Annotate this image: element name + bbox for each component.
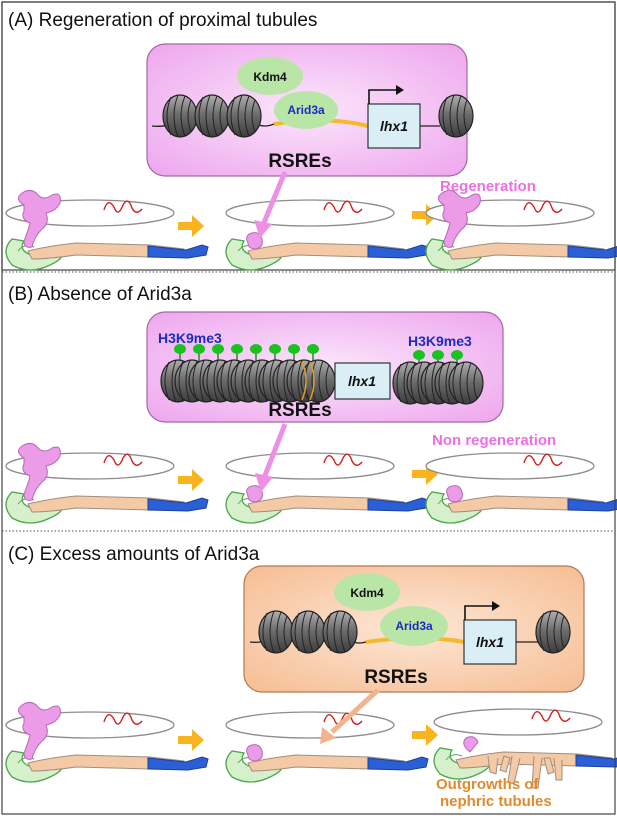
lhx1-gene xyxy=(463,619,517,665)
rsres-label: RSREs xyxy=(268,400,331,421)
panel-b: (B) Absence of Arid3a lhx1 H3K9me3 H3K9 xyxy=(5,284,617,524)
outgrowth-label-line2: nephric tubules xyxy=(440,793,552,810)
outgrowth-label-line1: Outgrowths of xyxy=(436,776,539,793)
kdm4-label: Kdm4 xyxy=(350,586,384,600)
pink-activation-arrow xyxy=(261,423,288,479)
kidney-outgrowths xyxy=(433,708,617,789)
kdm4-protein xyxy=(237,57,303,95)
arid3a-label: Arid3a xyxy=(287,103,325,117)
rsres-label: RSREs xyxy=(364,667,427,688)
kidney-injured xyxy=(225,711,429,783)
nucleosome xyxy=(226,94,262,138)
pink-activation-arrow xyxy=(260,171,288,226)
methylation-marks-left xyxy=(174,344,319,368)
h3k9me3-label-right: H3K9me3 xyxy=(408,333,472,349)
lhx1-gene xyxy=(367,103,421,149)
arid3a-label: Arid3a xyxy=(395,619,433,633)
nucleosome xyxy=(194,94,230,138)
kdm4-protein xyxy=(334,573,400,611)
kdm4-label: Kdm4 xyxy=(253,70,287,84)
nucleosome xyxy=(438,94,474,138)
non-regeneration-label: Non regeneration xyxy=(432,432,556,449)
nucleosome xyxy=(162,94,198,138)
progression-arrow xyxy=(178,469,204,491)
lhx1-gene xyxy=(334,362,391,400)
arid3a-protein xyxy=(274,91,338,129)
methylation-marks-right xyxy=(413,350,463,370)
lhx1-label: lhx1 xyxy=(348,373,376,389)
progression-arrow xyxy=(178,729,204,751)
panel-a-title: (A) Regeneration of proximal tubules xyxy=(8,10,317,31)
panel-c: (C) Excess amounts of Arid3a Kdm4 Arid3a… xyxy=(5,544,617,810)
panel-a: (A) Regeneration of proximal tubules Kdm… xyxy=(1,1,617,271)
progression-arrow xyxy=(412,724,438,746)
lhx1-label: lhx1 xyxy=(380,118,408,134)
rsres-label: RSREs xyxy=(268,151,331,172)
kidney-before xyxy=(5,442,209,524)
panel-b-title: (B) Absence of Arid3a xyxy=(8,284,192,305)
regeneration-label: Regeneration xyxy=(440,178,536,195)
panel-c-title: (C) Excess amounts of Arid3a xyxy=(8,544,260,565)
h3k9me3-label-left: H3K9me3 xyxy=(158,330,222,346)
kidney-before xyxy=(5,701,209,783)
kidney-not-regenerated xyxy=(425,452,617,524)
lhx1-label: lhx1 xyxy=(476,634,504,650)
transcription-arrow xyxy=(368,89,396,104)
orange-activation-arrow xyxy=(330,688,380,734)
arid3a-protein xyxy=(380,606,448,646)
kidney-injured xyxy=(225,452,429,524)
